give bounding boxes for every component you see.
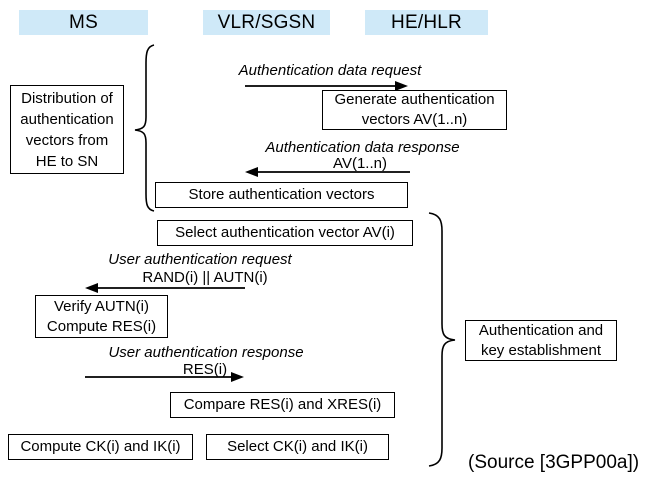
phase-label-line: Authentication and [478, 321, 604, 339]
message-auth-data-response-payload: AV(1..n) [333, 155, 387, 172]
phase-label-line: key establishment [480, 341, 602, 359]
message-user-auth-request-label: User authentication request [108, 251, 292, 268]
box-line: Select authentication vector AV(i) [175, 224, 395, 242]
box-generate-authentication-vectors: Generate authentication vectors AV(1..n) [322, 90, 507, 130]
box-compute-ck-ik: Compute CK(i) and IK(i) [8, 434, 193, 460]
box-compare-res-xres: Compare RES(i) and XRES(i) [170, 392, 395, 418]
message-user-auth-response-label: User authentication response [108, 344, 304, 361]
box-line: Compute RES(i) [46, 317, 157, 335]
message-auth-data-response-label: Authentication data response [265, 139, 460, 156]
box-line: Compute CK(i) and IK(i) [20, 438, 181, 456]
phase-label-line: Distribution of [21, 89, 113, 107]
phase-label-line: authentication [20, 110, 114, 128]
box-store-authentication-vectors: Store authentication vectors [155, 182, 408, 208]
phase-label-line: HE to SN [35, 152, 99, 170]
phase-label-line: vectors from [25, 131, 109, 149]
lifeline-header-he-hlr: HE/HLR [365, 10, 488, 35]
user-auth-request-arrowhead-left [85, 283, 98, 293]
box-line: Verify AUTN(i) [53, 297, 149, 315]
message-user-auth-response-payload: RES(i) [182, 361, 228, 378]
distribution-phase-brace [134, 44, 155, 212]
message-user-auth-request-payload: RAND(i) || AUTN(i) [142, 269, 268, 286]
box-select-ck-ik: Select CK(i) and IK(i) [206, 434, 389, 460]
phase-label-distribution: Distribution of authentication vectors f… [10, 85, 124, 174]
box-line: Compare RES(i) and XRES(i) [183, 396, 382, 414]
message-auth-data-request-label: Authentication data request [238, 62, 422, 79]
lifeline-header-ms: MS [19, 10, 148, 35]
lifeline-header-vlr-sgsn: VLR/SGSN [203, 10, 330, 35]
source-citation: (Source [3GPP00a]) [468, 452, 640, 473]
box-line: Generate authentication [334, 91, 495, 109]
box-verify-autn-compute-res: Verify AUTN(i) Compute RES(i) [35, 295, 168, 338]
auth-data-response-arrowhead-left [245, 167, 258, 177]
box-line: vectors AV(1..n) [361, 111, 468, 128]
box-line: Store authentication vectors [188, 186, 375, 204]
box-line: Select CK(i) and IK(i) [227, 438, 368, 456]
phase-label-authentication-key-establishment: Authentication and key establishment [465, 320, 617, 361]
box-select-authentication-vector: Select authentication vector AV(i) [157, 220, 413, 246]
auth-key-phase-brace [428, 212, 456, 467]
